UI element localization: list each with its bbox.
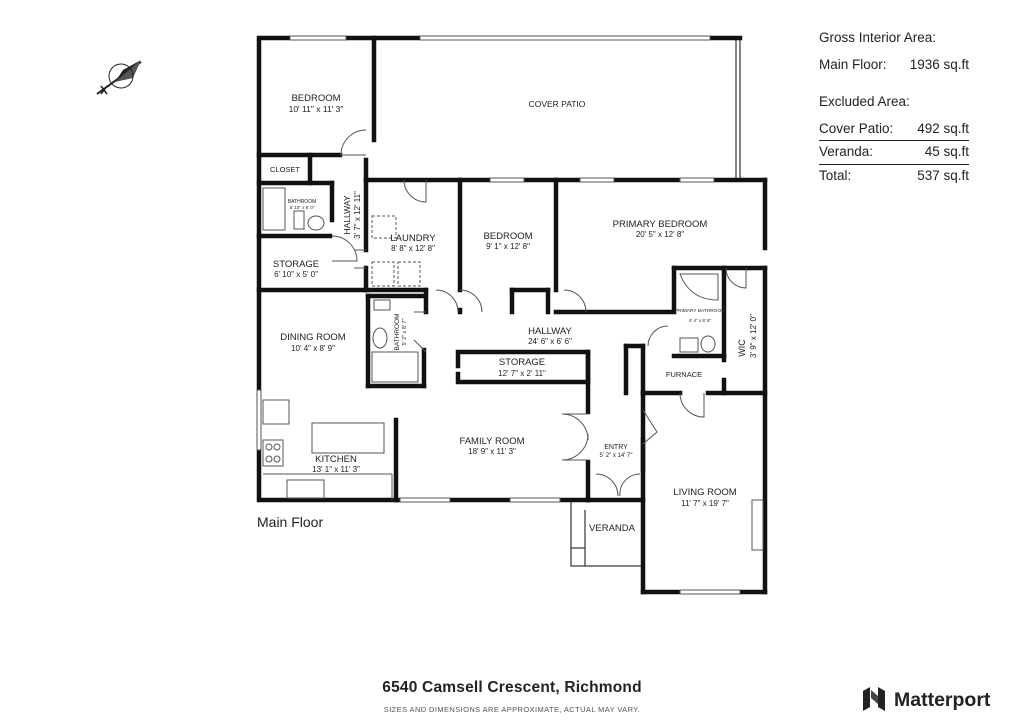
room-dim: 11' 7" x 19' 7" [681, 499, 729, 508]
room-name: HALLWAY [528, 326, 572, 337]
room-name: ENTRY [604, 444, 628, 451]
room-dim: 24' 6" x 6' 6" [528, 337, 572, 346]
room-name: BEDROOM [483, 231, 532, 242]
floor-label: Main Floor [257, 514, 324, 530]
patio-value: 492 sq.ft [917, 120, 969, 136]
room-dim: 18' 9" x 11' 3" [468, 447, 516, 456]
room-name: BATHROOM [394, 313, 401, 350]
room-name: COVER PATIO [529, 99, 586, 109]
room-name: HALLWAY [342, 195, 352, 234]
room-dim: 10' 4" x 8' 9" [291, 344, 335, 353]
total-label: Total: [819, 167, 852, 183]
room-name: CLOSET [270, 165, 300, 174]
total-row: Total: 537 sq.ft [819, 165, 969, 188]
room-name: WIC [737, 339, 747, 357]
room-name: BATHROOM [288, 199, 317, 205]
veranda-row: Veranda: 45 sq.ft [819, 141, 969, 165]
room-name: DINING ROOM [280, 332, 346, 343]
room-labels: BEDROOM 10' 11" x 11' 3" COVER PATIO CLO… [270, 93, 758, 534]
room-name: LAUNDRY [390, 233, 436, 244]
gross-area-title: Gross Interior Area: [819, 30, 937, 45]
room-name: LIVING ROOM [673, 487, 736, 498]
room-dim: 3' 7" x 12' 11" [353, 191, 362, 239]
room-dim: 3' 9" x 12' 0" [749, 314, 758, 358]
room-dim: 5' 2" x 14' 7" [600, 453, 633, 459]
property-address: 6540 Camsell Crescent, Richmond [382, 679, 642, 696]
main-floor-label: Main Floor: [819, 57, 887, 72]
room-name: FAMILY ROOM [459, 436, 524, 447]
room-dim: 12' 7" x 2' 11" [498, 369, 546, 378]
brand: Matterport [861, 687, 990, 713]
patio-label: Cover Patio: [819, 120, 894, 136]
room-dim: 9' 1" x 12' 8" [486, 242, 530, 251]
patio-row: Cover Patio: 492 sq.ft [819, 118, 969, 141]
room-name: VERANDA [589, 523, 636, 534]
room-dim: 5' 2" x 8' 7" [402, 318, 408, 345]
room-name: FURNACE [666, 370, 702, 379]
matterport-logo-icon [863, 687, 885, 711]
disclaimer: SIZES AND DIMENSIONS ARE APPROXIMATE, AC… [383, 705, 641, 714]
room-name: STORAGE [499, 357, 545, 368]
area-summary: Gross Interior Area: Main Floor: 1936 sq… [819, 30, 969, 187]
room-name: STORAGE [273, 259, 319, 270]
room-name: PRIMARY BEDROOM [613, 219, 708, 230]
room-dim: 6' 10" x 5' 0" [290, 205, 315, 210]
excluded-area-title: Excluded Area: [819, 93, 910, 109]
veranda-value: 45 sq.ft [924, 144, 969, 159]
room-dim: 8' 8" x 12' 8" [391, 244, 435, 253]
main-floor-row: Main Floor: 1936 sq.ft [819, 54, 969, 77]
main-floor-value: 1936 sq.ft [909, 57, 969, 72]
room-name: BEDROOM [291, 93, 340, 104]
total-value: 537 sq.ft [917, 167, 969, 183]
room-dim: 6' 10" x 5' 0" [274, 270, 318, 279]
veranda-label: Veranda: [819, 144, 874, 159]
room-dim: 13' 1" x 11' 3" [312, 465, 360, 474]
walls [256, 35, 768, 595]
room-dim: 20' 5" x 12' 8" [636, 230, 684, 239]
brand-name: Matterport [894, 688, 991, 711]
room-dim: 10' 11" x 11' 3" [289, 104, 344, 114]
room-dim: 4' 4" x 8' 6" [689, 318, 712, 323]
compass-icon [93, 56, 149, 103]
room-name: PRIMARY BATHROOM [675, 308, 725, 314]
room-name: KITCHEN [315, 454, 357, 465]
fixtures [256, 35, 764, 595]
